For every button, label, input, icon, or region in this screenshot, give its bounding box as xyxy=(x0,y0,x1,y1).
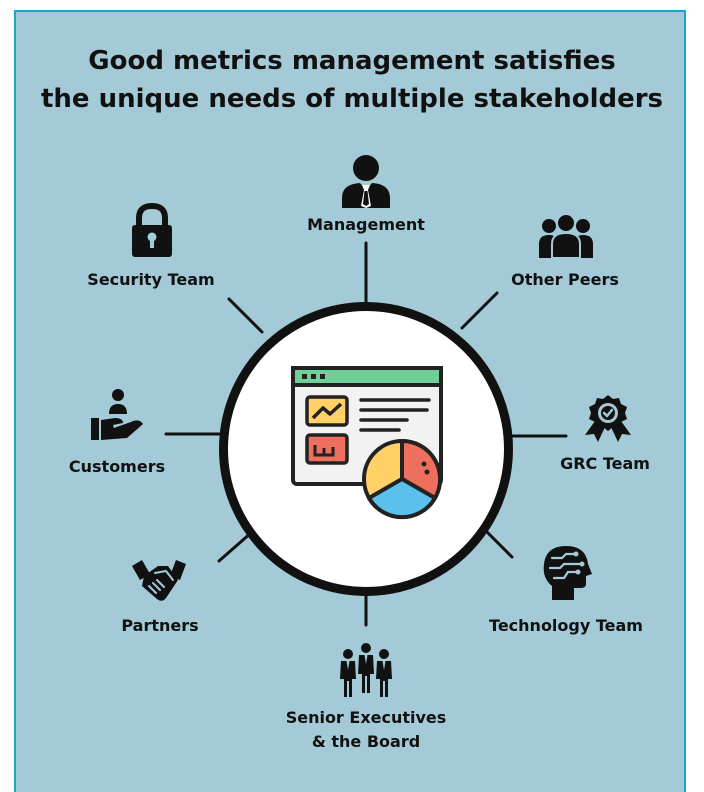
dashboard-analytics-icon xyxy=(291,366,443,520)
label-security-team: Security Team xyxy=(87,270,215,289)
label-other-peers: Other Peers xyxy=(511,270,619,289)
group-of-people-icon xyxy=(539,214,593,258)
label-senior-executives: Senior Executives & the Board xyxy=(286,706,447,754)
label-technology-team: Technology Team xyxy=(489,616,643,635)
label-partners: Partners xyxy=(121,616,199,635)
hand-holding-person-icon xyxy=(91,389,143,440)
label-senior-executives-line-1: Senior Executives xyxy=(285,708,447,727)
certified-badge-icon xyxy=(585,395,631,442)
executives-group-icon xyxy=(340,643,392,697)
title-line-2: the unique needs of multiple stakeholder… xyxy=(40,84,664,114)
tech-brain-icon xyxy=(543,546,592,600)
label-customers: Customers xyxy=(68,457,166,476)
business-person-icon xyxy=(342,155,390,208)
padlock-icon xyxy=(132,203,172,257)
connector-partners xyxy=(217,530,254,563)
label-management: Management xyxy=(307,215,425,234)
label-grc-team: GRC Team xyxy=(560,454,650,473)
handshake-icon xyxy=(132,560,186,601)
label-senior-executives-line-2: & the Board xyxy=(311,732,421,751)
page-title: Good metrics management satisfies the un… xyxy=(0,42,704,118)
connector-other-peers xyxy=(460,291,499,330)
connector-security-team xyxy=(227,297,264,334)
title-line-1: Good metrics management satisfies xyxy=(88,46,616,76)
